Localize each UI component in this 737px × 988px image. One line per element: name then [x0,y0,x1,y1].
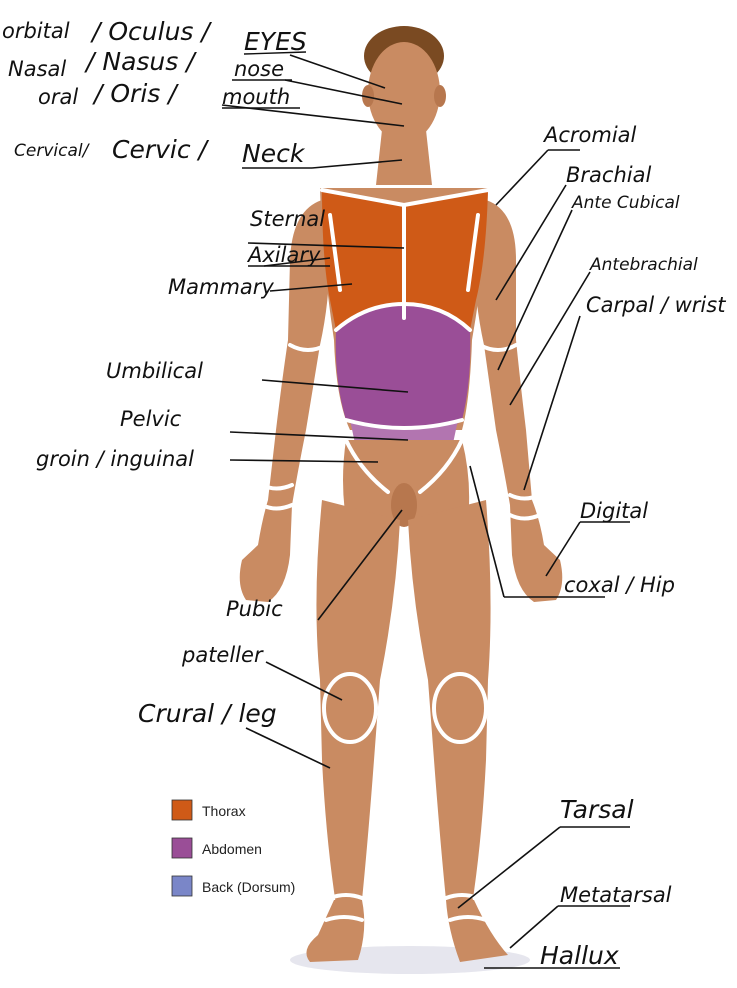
legend-label-back: Back (Dorsum) [202,879,295,895]
label-pelvic: Pelvic [120,407,182,431]
legend-swatch-thorax [172,800,192,820]
label-brachial: Brachial [566,163,651,187]
label-umbilical: Umbilical [106,359,203,383]
label-crural: Crural / leg [138,699,277,728]
right-leg [408,500,491,905]
left-foot [306,900,364,962]
label-mouth: mouth [222,85,290,109]
label-nose: nose [234,57,284,81]
label-pateller: pateller [181,643,264,667]
label-hallux: Hallux [540,941,619,970]
label-groin: groin / inguinal [36,447,194,471]
label-cervical: Cervical/ [14,141,91,161]
label-oral: oral [38,85,78,109]
left-leg [316,500,400,905]
label-nasal: Nasal [8,57,66,81]
legend-label-thorax: Thorax [202,803,246,819]
label-sternal: Sternal [250,207,325,231]
label-antebrachial: Antebrachial [589,255,698,275]
label-nasus: / Nasus / [84,47,197,76]
label-acromial: Acromial [542,123,637,147]
legend-label-abdomen: Abdomen [202,841,262,857]
legend-item-abdomen: Abdomen [172,838,262,858]
label-oculus: / Oculus / [90,17,212,46]
label-oris: / Oris / [92,79,179,108]
legend-item-thorax: Thorax [172,800,246,820]
legend-swatch-back [172,876,192,896]
label-cervic: Cervic / [112,135,210,164]
label-axilary: Axilary [246,243,321,267]
label-tarsal: Tarsal [560,795,634,824]
label-carpal: Carpal / wrist [586,293,726,317]
label-digital: Digital [580,499,648,523]
label-orbital: orbital [2,19,70,43]
label-antecubical: Ante Cubical [571,193,680,213]
label-coxal: coxal / Hip [564,573,675,597]
head [368,42,440,142]
neck [376,130,432,185]
label-metatarsal: Metatarsal [560,883,672,907]
legend: Thorax Abdomen Back (Dorsum) [172,800,295,896]
label-mammary: Mammary [168,275,274,299]
legend-item-back: Back (Dorsum) [172,876,295,896]
label-pubic: Pubic [226,597,283,621]
legend-swatch-abdomen [172,838,192,858]
label-neck: Neck [242,139,306,168]
